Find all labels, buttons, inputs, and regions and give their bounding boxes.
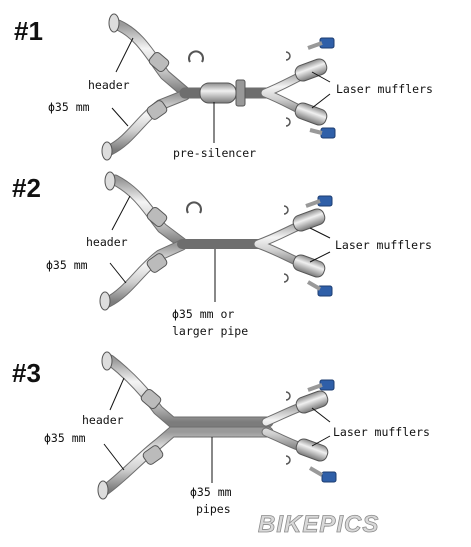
- header-pipes: [99, 171, 188, 311]
- diameter-label: ϕ35 mm: [46, 258, 88, 272]
- rear-section: [261, 379, 337, 483]
- diameter-label: ϕ35 mm: [44, 431, 86, 445]
- leader-lines: [103, 377, 331, 483]
- hanger-icon: [283, 273, 289, 283]
- muffler-tip: [317, 285, 333, 297]
- header-pipes: [97, 351, 274, 500]
- exhaust-system-2: [99, 171, 333, 311]
- muffler-tip: [319, 37, 335, 49]
- header-flange: [104, 171, 116, 191]
- leader-lines: [111, 37, 331, 143]
- section-2: #2: [12, 171, 432, 338]
- section-3: #3: [12, 351, 430, 516]
- catalyst: [146, 206, 168, 228]
- laser-muffler: [295, 438, 329, 462]
- mufflers-label: Laser mufflers: [336, 82, 433, 96]
- middle-label-line-2: pipes: [196, 502, 231, 516]
- header-pipes: [101, 13, 191, 161]
- header-label: header: [88, 78, 130, 92]
- clamp-icon: [188, 50, 204, 63]
- middle-label-line-2: larger pipe: [172, 324, 248, 338]
- header-label: header: [86, 235, 128, 249]
- exhaust-system-3: [97, 351, 337, 500]
- clamp-icon: [186, 201, 202, 214]
- laser-muffler: [295, 390, 329, 414]
- section-number: #2: [12, 173, 41, 203]
- flange: [235, 79, 246, 107]
- muffler-tip: [317, 195, 333, 207]
- header-flange: [101, 141, 113, 161]
- mid-pipe: [177, 201, 267, 249]
- section-1: #1: [14, 13, 433, 161]
- diameter-label: ϕ35 mm: [48, 100, 90, 114]
- middle-label-line-1: ϕ35 mm or: [172, 307, 234, 321]
- catalyst: [146, 100, 168, 120]
- exhaust-system-1: [101, 13, 336, 161]
- muffler-tip: [321, 471, 337, 483]
- pre-silencer-assembly: [179, 50, 276, 107]
- rear-section: [260, 37, 336, 139]
- catalyst: [148, 51, 170, 73]
- section-number: #3: [12, 358, 41, 388]
- laser-muffler: [294, 102, 328, 126]
- leader-lines: [109, 195, 331, 302]
- laser-muffler: [292, 254, 326, 278]
- laser-muffler: [294, 58, 328, 82]
- header-label: header: [82, 413, 124, 427]
- mufflers-label: Laser mufflers: [333, 425, 430, 439]
- header-flange: [99, 291, 111, 311]
- middle-label-line-1: ϕ35 mm: [190, 485, 232, 499]
- section-number: #1: [14, 16, 43, 46]
- bikepics-watermark: BIKEPICS: [258, 511, 379, 538]
- rear-section: [253, 195, 333, 297]
- catalyst: [146, 253, 168, 273]
- hanger-icon: [285, 455, 291, 465]
- middle-label: pre-silencer: [173, 146, 256, 160]
- catalyst: [140, 388, 162, 410]
- header-flange: [108, 13, 120, 33]
- hanger-icon: [283, 205, 289, 215]
- header-flange: [101, 351, 113, 371]
- laser-muffler: [292, 208, 326, 232]
- header-flange: [97, 480, 109, 500]
- catalyst: [142, 445, 164, 465]
- mufflers-label: Laser mufflers: [335, 238, 432, 252]
- hanger-icon: [285, 117, 291, 127]
- hanger-icon: [285, 391, 291, 401]
- hanger-icon: [285, 51, 291, 61]
- muffler-tip: [319, 379, 335, 391]
- muffler-tip: [320, 127, 336, 139]
- pre-silencer: [199, 82, 237, 104]
